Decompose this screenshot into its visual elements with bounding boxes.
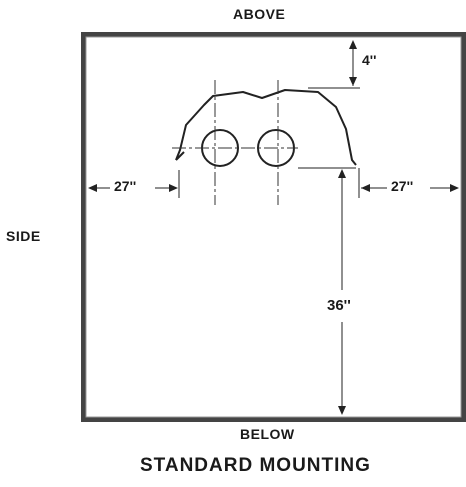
dimension-top-clearance: 4'' bbox=[362, 52, 377, 68]
arrow-right-inner bbox=[361, 184, 370, 192]
dimension-left-clearance: 27'' bbox=[114, 178, 137, 194]
dimension-right-clearance: 27'' bbox=[391, 178, 414, 194]
arrow-left-inner bbox=[169, 184, 178, 192]
mounting-frame bbox=[81, 32, 466, 422]
label-above: ABOVE bbox=[233, 6, 286, 22]
diagram-title: STANDARD MOUNTING bbox=[140, 455, 371, 476]
arrow-bottom-up bbox=[338, 169, 346, 178]
arrow-right-outer bbox=[450, 184, 459, 192]
dimension-bottom-clearance: 36'' bbox=[327, 297, 351, 314]
arrow-top-down bbox=[349, 77, 357, 86]
mounting-frame-inner bbox=[85, 36, 462, 418]
label-side: SIDE bbox=[6, 228, 41, 244]
arrow-top-up bbox=[349, 40, 357, 49]
unit-outline bbox=[175, 89, 357, 166]
label-below: BELOW bbox=[240, 426, 295, 442]
unit-left-foot bbox=[175, 151, 185, 161]
arrow-bottom-down bbox=[338, 406, 346, 415]
arrow-left-outer bbox=[88, 184, 97, 192]
